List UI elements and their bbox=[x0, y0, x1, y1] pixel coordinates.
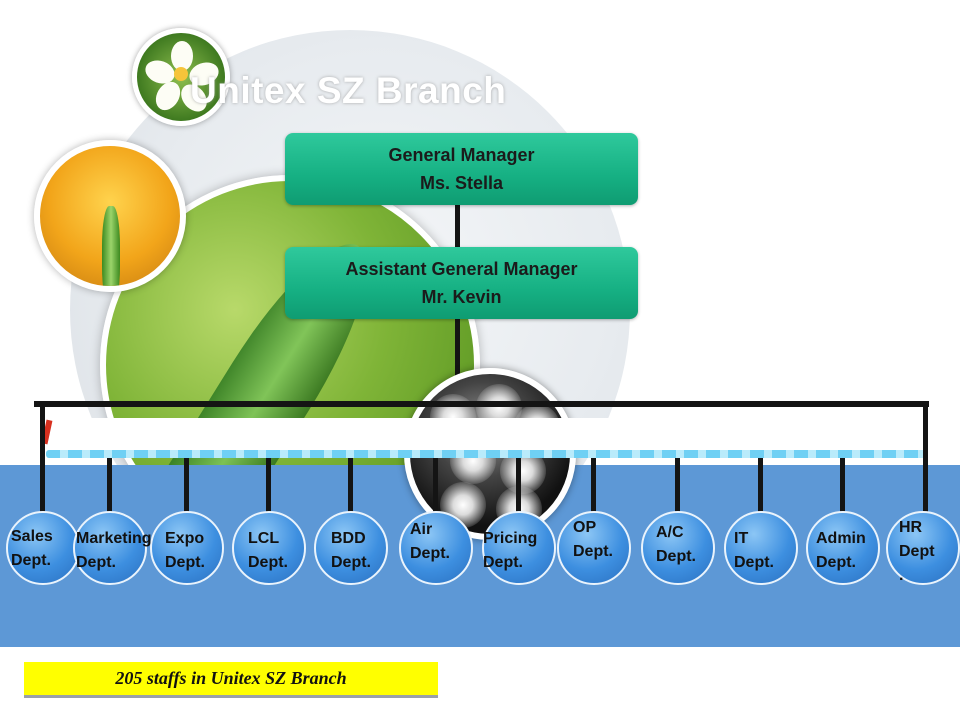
dept-bubble-lcl bbox=[232, 511, 306, 585]
flower-photo-circle bbox=[132, 28, 230, 126]
dept-bubble-it bbox=[724, 511, 798, 585]
dept-bubble-hr bbox=[886, 511, 960, 585]
drop-marketing bbox=[107, 458, 112, 513]
dept-label-pricing: Pricing Dept. bbox=[483, 530, 538, 571]
drop-lcl bbox=[266, 458, 271, 513]
drop-it bbox=[758, 458, 763, 513]
drop-hr bbox=[923, 405, 928, 513]
dept-label-lcl: LCL Dept. bbox=[248, 530, 288, 571]
dept-bubble-pricing bbox=[482, 511, 556, 585]
dept-label-expo: Expo Dept. bbox=[165, 530, 205, 571]
dept-label-admin: Admin Dept. bbox=[816, 530, 866, 571]
dept-bubble-expo bbox=[150, 511, 224, 585]
distribution-bar bbox=[34, 401, 929, 407]
dept-bubble-bdd bbox=[314, 511, 388, 585]
assistant-general-manager-name: Mr. Kevin bbox=[421, 287, 502, 307]
dept-bubble-air bbox=[399, 511, 473, 585]
tulip-photo-circle bbox=[34, 140, 186, 292]
connector-agm-bar bbox=[455, 319, 460, 405]
dept-label-marketing: Marketing Dept. bbox=[76, 530, 152, 571]
drop-expo bbox=[184, 458, 189, 513]
drop-admin bbox=[840, 458, 845, 513]
assistant-general-manager-box: Assistant General Manager Mr. Kevin bbox=[285, 247, 638, 319]
general-manager-name: Ms. Stella bbox=[419, 173, 504, 193]
staff-count-banner: 205 staffs in Unitex SZ Branch bbox=[24, 662, 438, 698]
general-manager-role: General Manager bbox=[388, 145, 535, 165]
dept-label-op: OP Dept. bbox=[573, 519, 613, 560]
dept-label-bdd: BDD Dept. bbox=[331, 530, 371, 571]
assistant-general-manager-role: Assistant General Manager bbox=[345, 259, 578, 279]
page-title: Unitex SZ Branch bbox=[190, 70, 507, 111]
general-manager-box: General Manager Ms. Stella bbox=[285, 133, 638, 205]
connector-gm-agm bbox=[455, 205, 460, 249]
dept-bubble-op bbox=[557, 511, 631, 585]
dept-bubble-ac bbox=[641, 511, 715, 585]
water-strip bbox=[46, 418, 926, 456]
dept-label-sales: Sales Dept. bbox=[11, 528, 53, 569]
drop-op bbox=[591, 458, 596, 513]
dept-label-ac: A/C Dept. bbox=[656, 524, 696, 565]
drop-pricing bbox=[516, 458, 521, 513]
dept-label-hr: HR Dept . bbox=[899, 519, 935, 584]
drop-air bbox=[433, 458, 438, 513]
drop-bdd bbox=[348, 458, 353, 513]
drop-sales bbox=[40, 405, 45, 513]
staff-count-text: 205 staffs in Unitex SZ Branch bbox=[115, 668, 347, 688]
dept-bubble-marketing bbox=[73, 511, 147, 585]
wave-line bbox=[46, 450, 926, 458]
drop-ac bbox=[675, 458, 680, 513]
dept-bubble-sales bbox=[6, 511, 80, 585]
dept-label-air: Air Dept. bbox=[410, 521, 450, 562]
dept-label-it: IT Dept. bbox=[734, 530, 774, 571]
dept-bubble-admin bbox=[806, 511, 880, 585]
